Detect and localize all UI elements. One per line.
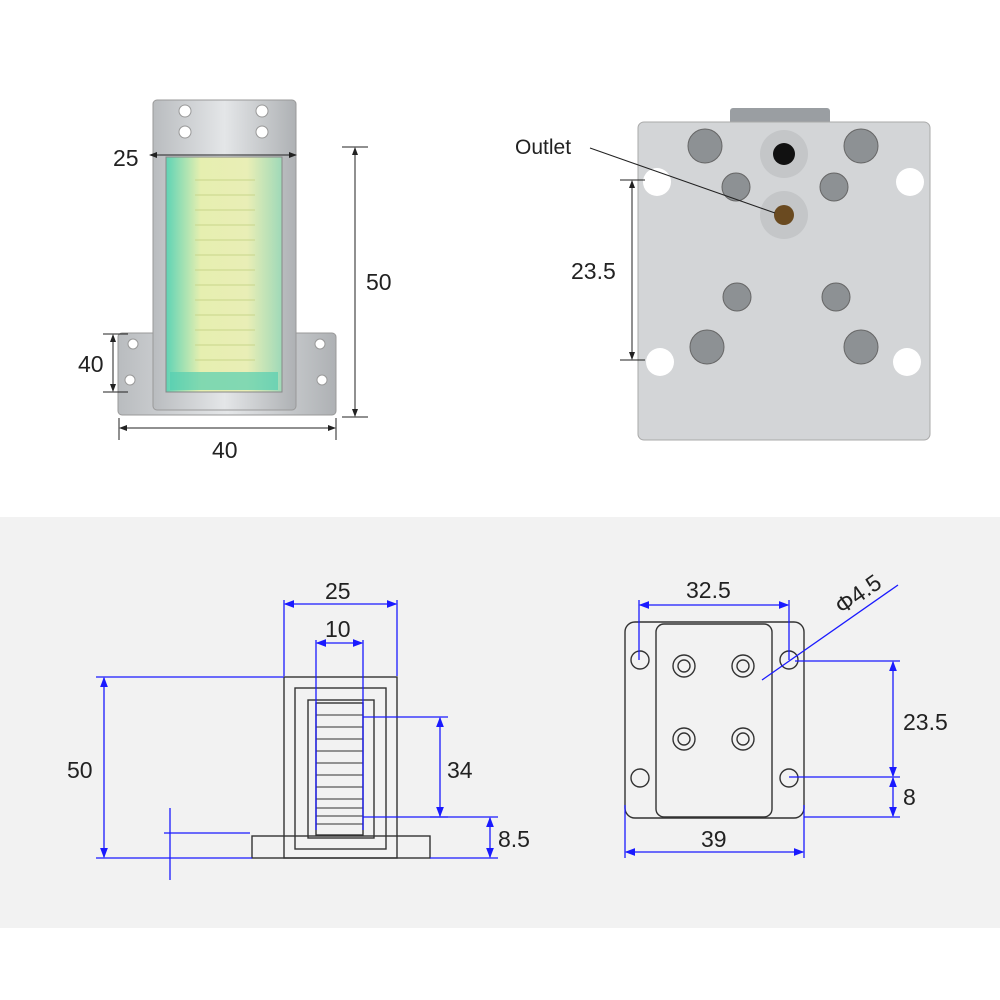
dim-base-width: 40 <box>212 437 238 463</box>
screw-icons <box>672 654 755 751</box>
side-view-dimensions: 25 10 50 34 8.5 <box>67 578 530 880</box>
bottom-view-dimensions: 32.5 Φ4.5 23.5 8 39 <box>624 569 948 858</box>
dim-side-width: 25 <box>325 578 351 604</box>
dim-base-height-drawing: 8.5 <box>498 826 530 852</box>
dim-hole-spacing: 23.5 <box>571 258 616 284</box>
dim-height: 50 <box>366 269 392 295</box>
dim-window-height: 34 <box>447 757 473 783</box>
dim-overall-width: 39 <box>701 826 727 852</box>
module-front-photo <box>117 99 337 416</box>
dim-side-height: 50 <box>67 757 93 783</box>
bottom-view-drawing <box>624 621 805 819</box>
outlet-label: Outlet <box>515 136 571 159</box>
dim-edge-offset: 8 <box>903 784 916 810</box>
drawing-band <box>0 517 1000 928</box>
back-photo-annotations: Outlet 23.5 <box>515 136 776 361</box>
front-photo-dimensions: 25 50 40 40 <box>78 145 392 463</box>
dim-width-top: 25 <box>113 145 139 171</box>
dim-base-height: 40 <box>78 351 104 377</box>
dim-hole-span: 32.5 <box>686 577 731 603</box>
dim-side-inner-width: 10 <box>325 616 351 642</box>
dim-vertical-spacing: 23.5 <box>903 709 948 735</box>
module-back-photo <box>637 108 931 441</box>
